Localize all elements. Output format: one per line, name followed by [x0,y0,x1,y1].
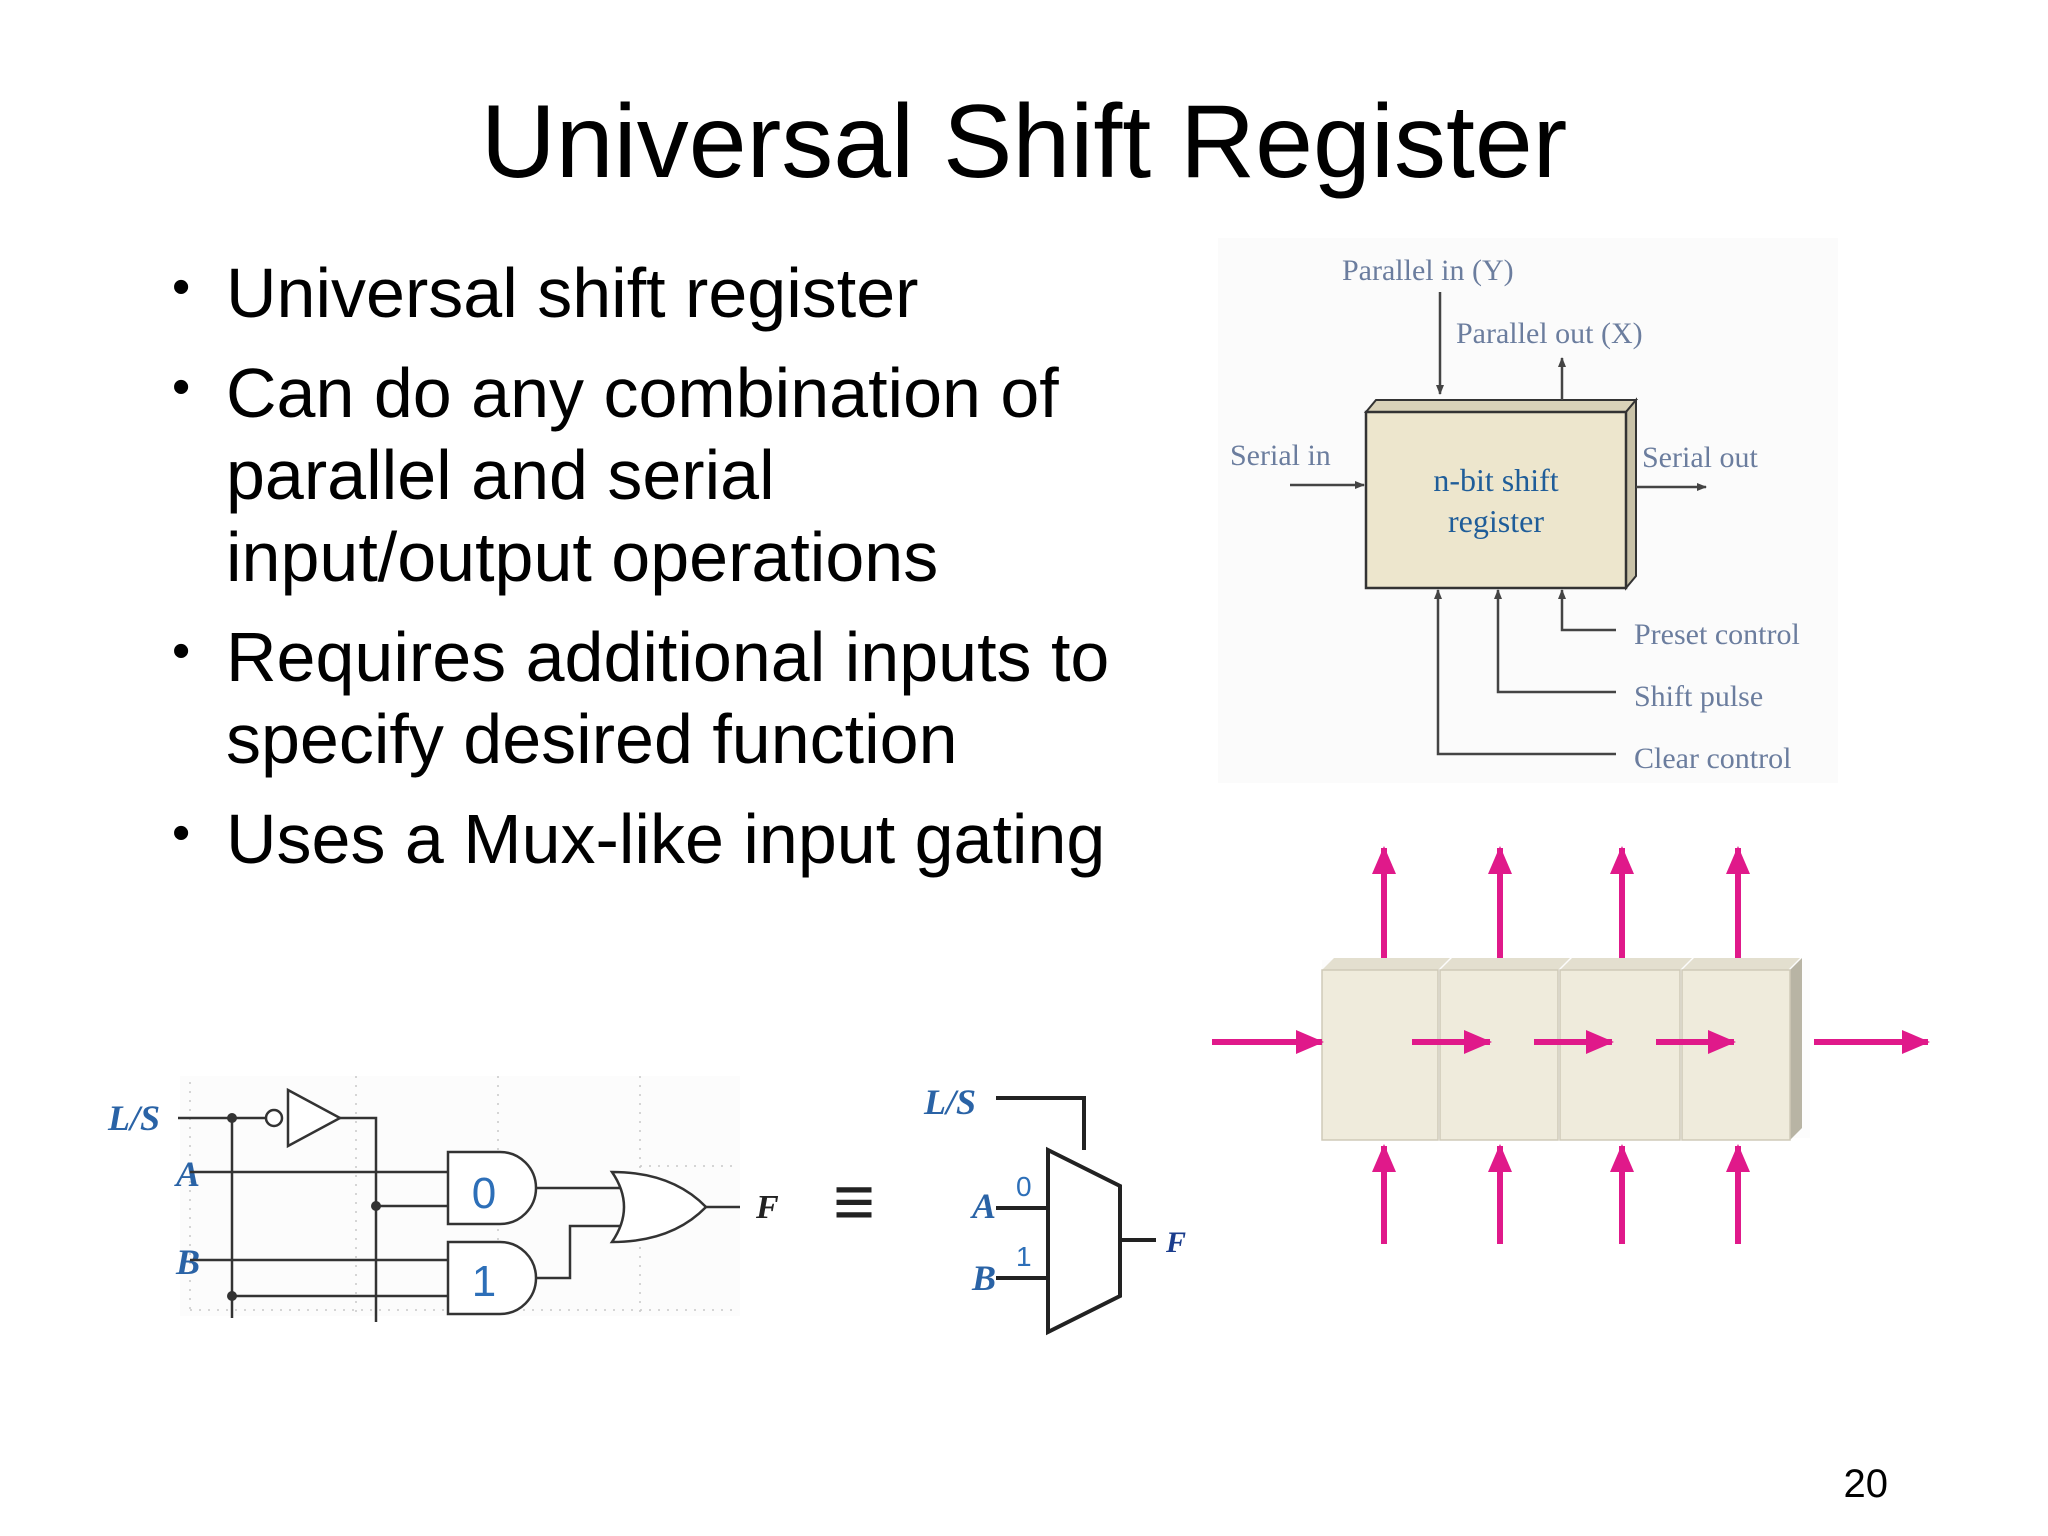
bullet-item: Uses a Mux-like input gating [172,792,1132,880]
equivalence-symbol: ≡ [833,1162,875,1242]
a-input-label: A [174,1154,200,1194]
clear-control-line [1434,589,1616,756]
and-gate-1 [446,1240,538,1316]
box-side-face [1625,397,1637,591]
slide-title: Universal Shift Register [480,84,1568,200]
register-cell [1681,958,1802,1141]
inverter-bubble [264,1108,284,1128]
ls-input-label: L/S [107,1098,160,1138]
bullet-list: Universal shift register Can do any comb… [172,246,1132,898]
shift-pulse-label: Shift pulse [1634,680,1763,713]
gate-level-circuit: L/S A B 0 [107,1076,875,1322]
bullet-item: Requires additional inputs to specify de… [172,610,1132,780]
register-cell [1321,958,1450,1141]
mux-input-0-label: 0 [1016,1171,1032,1202]
and-gate-0-label: 0 [472,1169,496,1218]
b-input-label: B [175,1242,200,1282]
box-label-line2: register [1448,503,1544,539]
mux-f-label: F [1165,1226,1186,1259]
mux-b-label: B [971,1258,996,1298]
register-cell [1439,958,1570,1141]
parallel-in-label: Parallel in (Y) [1342,254,1514,287]
shift-pulse-line [1494,589,1616,694]
register-box [1364,410,1628,590]
mux-input-1-label: 1 [1016,1241,1032,1272]
register-cell [1559,958,1692,1141]
mux-body [1046,1146,1122,1336]
bullet-item: Universal shift register [172,246,1132,334]
junction-dot [371,1201,381,1211]
mux-symbol: L/S A B 0 1 F [923,1082,1186,1336]
inverter-gate [286,1087,343,1149]
bullet-item: Can do any combination of parallel and s… [172,346,1132,598]
preset-control-label: Preset control [1634,618,1800,651]
preset-control-line [1558,589,1616,632]
serial-out-label: Serial out [1642,441,1758,474]
box-label-line1: n-bit shift [1433,462,1558,498]
junction-dot [227,1113,237,1123]
box-top-face [1363,399,1639,413]
shift-register-block-diagram: n-bit shift register Parallel in (Y) Par… [1218,238,1838,783]
parallel-out-label: Parallel out (X) [1456,317,1643,350]
junction-dot [227,1291,237,1301]
serial-in-label: Serial in [1230,439,1331,472]
register-cells-illustration [1212,846,1930,1244]
and-gate-0 [446,1150,538,1226]
and-gate-1-label: 1 [472,1257,496,1306]
page-number: 20 [1843,1462,1889,1506]
mux-ls-label: L/S [923,1082,976,1122]
f-output-label: F [755,1189,779,1226]
clear-control-label: Clear control [1634,742,1791,775]
or-gate [609,1170,708,1244]
mux-a-label: A [970,1186,996,1226]
